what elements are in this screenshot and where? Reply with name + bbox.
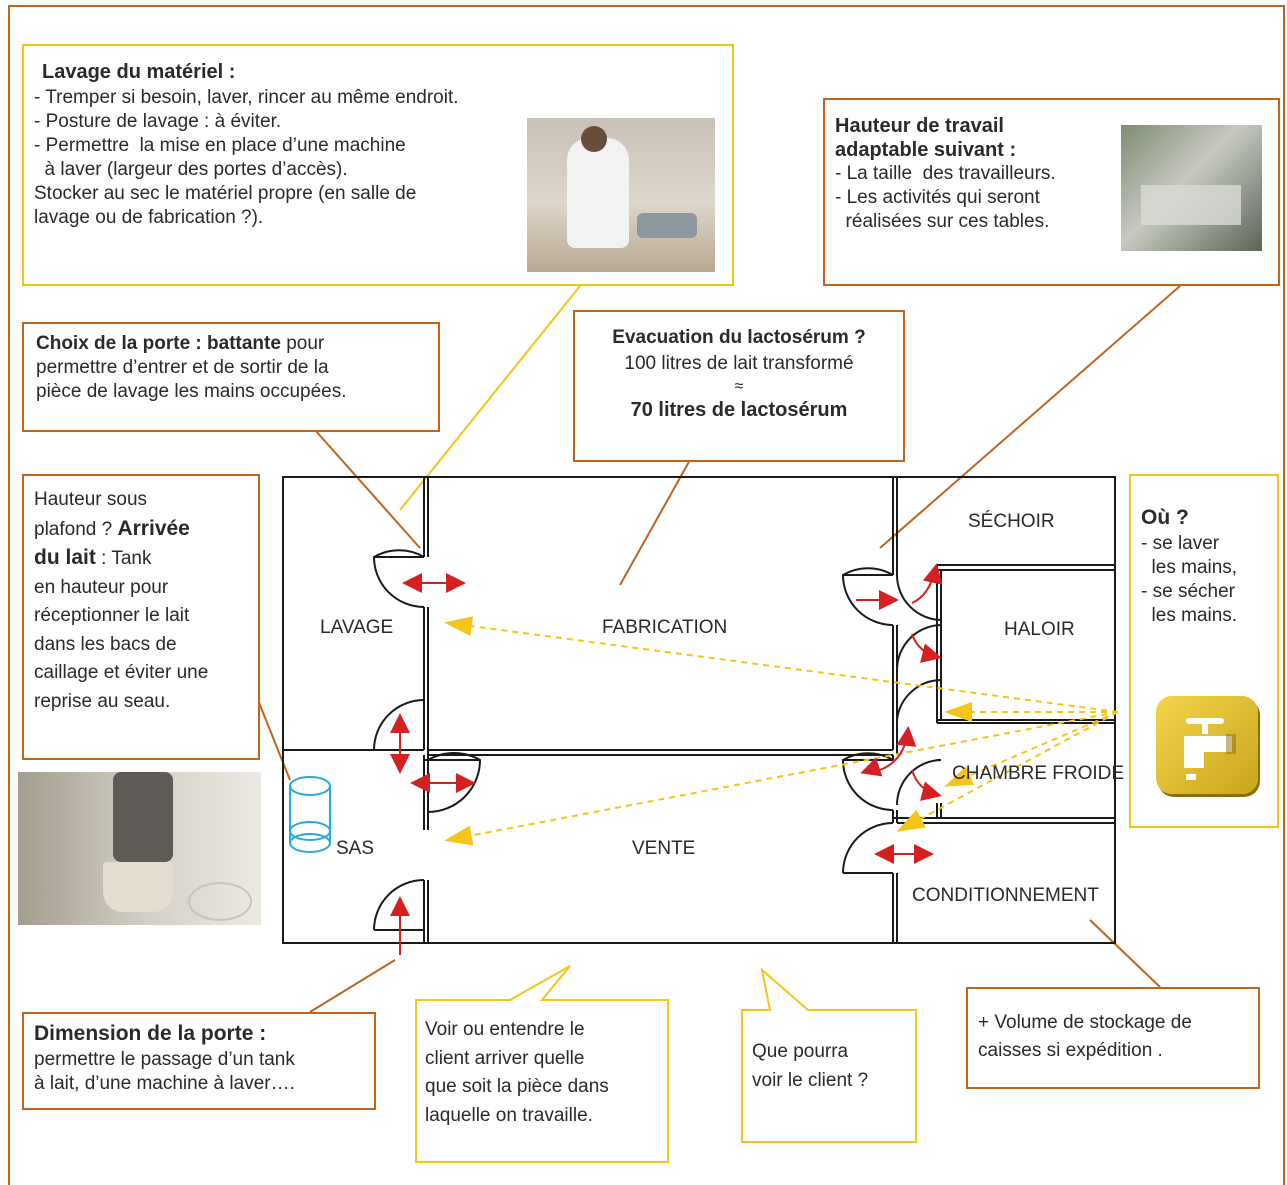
hauteur-note-title: Hauteur de travail [835,115,1004,137]
porte-note-bold: Choix de la porte : battante [36,333,281,354]
hauteur-note-line: - La taille des travailleurs. [835,163,1056,184]
lactoserum-note: Evacuation du lactosérum ? 100 litres de… [573,310,905,462]
hand-wash-arrows [444,616,1119,846]
room-conditionnement: CONDITIONNEMENT [912,885,1099,906]
ou-note-line: - se laver [1141,533,1220,554]
arrivee-note-line: caillage et éviter une [34,662,209,683]
lavage-note-line: Stocker au sec le matériel propre (en sa… [34,183,417,204]
lavage-note-line: - Posture de lavage : à éviter. [34,111,282,132]
page-frame [8,5,1285,1185]
porte-note-line: pièce de lavage les mains occupées. [36,381,347,402]
volume-note-line: caisses si expédition . [978,1040,1163,1061]
client-bubble-shape [741,967,917,1143]
lavage-note-line: - Permettre la mise en place d’une machi… [34,135,406,156]
arrivee-note-line: Hauteur sous [34,489,148,510]
connector-dimension [309,959,396,1013]
arrivee-note-bold: du lait [34,546,96,569]
approx-symbol: ≈ [734,378,744,395]
lavage-note-line: à laver (largeur des portes d’accès). [34,159,348,180]
ou-note-line: les mains, [1141,557,1238,578]
dimension-note: Dimension de la porte : permettre le pas… [22,1012,376,1110]
connector-hauteur [879,285,1181,549]
room-fabrication: FABRICATION [602,617,728,638]
room-sechoir: SÉCHOIR [968,511,1055,532]
client-bubble: Que pourra voir le client ? [752,1038,912,1095]
volume-note-line: + Volume de stockage de [978,1012,1192,1033]
dimension-note-title: Dimension de la porte : [34,1022,267,1045]
faucet-icon [1156,696,1258,794]
connector-arrivee [257,699,291,781]
ou-note-line: les mains. [1141,605,1238,626]
porte-note-rest: pour [280,333,325,354]
connector-volume [1089,919,1161,988]
hauteur-note-line: - Les activités qui seront [835,187,1040,208]
room-vente: VENTE [632,838,696,859]
connector-lacto [619,459,691,586]
arrivee-note: Hauteur sous plafond ? Arrivée du lait :… [22,474,260,760]
dimension-note-line: permettre le passage d’un tank [34,1049,295,1070]
lactoserum-note-title: Evacuation du lactosérum ? [612,327,866,348]
lavage-note-line: - Tremper si besoin, laver, rincer au mê… [34,87,459,108]
room-lavage: LAVAGE [320,617,394,638]
arrivee-note-text: plafond ? [34,518,118,540]
work-table-photo [1121,125,1262,251]
arrivee-note-line: reprise au seau. [34,690,171,712]
ou-note-line: - se sécher [1141,581,1235,602]
room-chambre-froide: CHAMBRE FROIDE [952,763,1125,784]
tank-icon [289,776,331,853]
volume-note: + Volume de stockage de caisses si expéd… [966,987,1260,1089]
connector-porte [314,429,421,549]
porte-note: Choix de la porte : battante pour permet… [22,322,440,432]
voir-bubble-line: Voir ou entendre le [425,1019,585,1040]
lactoserum-note-line: 100 litres de lait transformé [624,353,854,374]
washing-posture-photo [527,118,715,272]
voir-bubble-line: client arriver quelle [425,1047,585,1069]
arrivee-note-line: dans les bacs de [34,633,177,655]
dimension-note-line: à lait, d’une machine à laver…. [34,1073,295,1094]
lactoserum-note-line: 70 litres de lactosérum [630,399,848,421]
ou-note-title: Où ? [1141,506,1189,529]
room-haloir: HALOIR [1004,619,1075,640]
lavage-note-title: Lavage du matériel : [42,61,236,83]
hauteur-note-line: réalisées sur ces tables. [835,211,1050,232]
voir-bubble-line: laquelle on travaille. [425,1104,593,1126]
voir-bubble-line: que soit la pièce dans [425,1076,609,1097]
lavage-note-line: lavage ou de fabrication ?). [34,207,264,228]
client-bubble-line: Que pourra [752,1041,849,1062]
voir-bubble: Voir ou entendre le client arriver quell… [425,1016,663,1130]
arrivee-note-line: en hauteur pour [34,576,169,598]
room-sas: SAS [336,838,375,859]
arrivee-note-bold: Arrivée [117,516,190,540]
arrivee-note-line: réceptionner le lait [34,605,190,626]
hauteur-note-title: adaptable suivant : [835,139,1017,161]
milk-tank-photo [18,772,261,925]
porte-note-line: permettre d’entrer et de sortir de la [36,357,329,378]
connector-lavage [399,285,581,511]
voir-bubble-shape [415,965,669,1163]
client-bubble-line: voir le client ? [752,1069,869,1091]
traffic-arrows [390,563,943,955]
arrivee-note-text: : Tank [95,548,152,569]
